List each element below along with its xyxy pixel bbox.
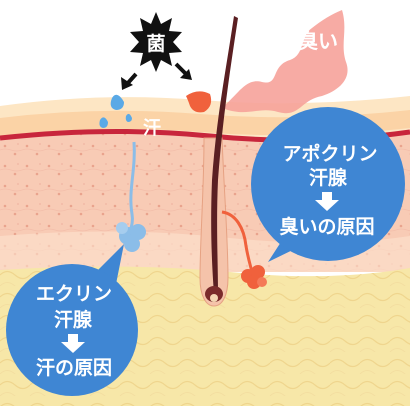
smell-label: 臭い [298,29,338,53]
apocrine-bubble: アポクリン 汗腺 臭いの原因 [251,107,405,262]
hair-shaft [211,16,238,294]
eccrine-cause: 汗の原因 [36,357,112,379]
apocrine-subtitle: 汗腺 [309,166,348,189]
hair-papilla [210,294,218,302]
arrow-left-down-icon [121,72,138,90]
apocrine-title: アポクリン [282,142,377,165]
bacteria-burst-icon: 菌 [130,12,182,72]
eccrine-subtitle: 汗腺 [54,308,93,331]
arrow-down-icon [315,192,339,211]
eccrine-title: エクリン [36,283,112,305]
apocrine-gland [241,265,267,289]
sweat-label: 汗 [143,117,161,139]
apocrine-cause: 臭いの原因 [279,215,374,238]
arrow-right-down-icon [174,62,192,80]
apocrine-duct [221,210,254,273]
sweat-drop-icon [99,94,132,128]
arrow-down-icon [61,334,85,353]
smell-wave [222,10,348,114]
eccrine-bubble: エクリン 汗腺 汗の原因 [6,244,138,396]
bacteria-label: 菌 [146,32,165,55]
eccrine-gland [116,222,146,252]
smell-drop-icon [186,91,212,113]
